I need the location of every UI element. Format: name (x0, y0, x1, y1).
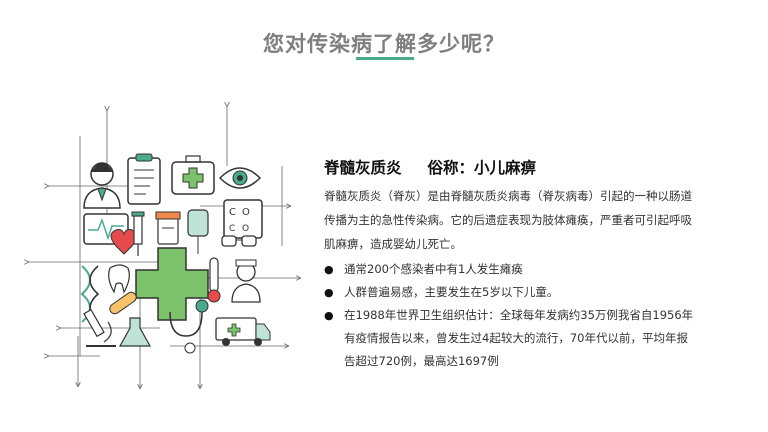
flask-icon (118, 317, 152, 347)
disease-name: 脊髓灰质炎 (324, 159, 402, 177)
disease-heading: 脊髓灰质炎 俗称：小儿麻痹 (324, 156, 694, 178)
list-item: ● 在1988年世界卫生组织估计：全球每年发病约35万例我省自1956年有疫情报告… (324, 304, 694, 373)
syringe-icon (131, 211, 145, 256)
heart-icon (110, 229, 138, 255)
glasses-icon (221, 235, 257, 247)
title-underline (356, 57, 414, 60)
medical-illustration: C O C O (20, 96, 310, 392)
ambulance-icon (215, 317, 271, 346)
svg-text:O: O (242, 207, 250, 218)
list-item: ● 人群普遍易感，主要发生在5岁以下儿童。 (324, 281, 694, 304)
bullet-icon: ● (324, 286, 334, 299)
thermometer-icon (207, 257, 221, 303)
eye-icon (218, 167, 262, 189)
list-item: ● 通常200个感染者中有1人发生瘫痪 (324, 258, 694, 281)
iv-drip-icon (187, 209, 209, 254)
svg-text:C: C (229, 207, 236, 218)
bandage-icon (109, 291, 137, 315)
disease-alias: 俗称：小儿麻痹 (427, 159, 537, 177)
disease-intro: 脊髓灰质炎（脊灰）是由脊髓灰质炎病毒（脊灰病毒）引起的一种以肠道传播为主的急性传… (324, 189, 692, 251)
list-item-text: 人群普遍易感，主要发生在5岁以下儿童。 (344, 285, 559, 299)
doctor-icon (83, 162, 121, 209)
list-item-text: 通常200个感染者中有1人发生瘫痪 (344, 262, 523, 276)
fact-list: ●通常200个感染者中有1人发生瘫痪 ●人群普遍易感，主要发生在5岁以下儿童。 … (324, 258, 694, 373)
nurse-icon (231, 259, 261, 303)
microscope-icon (83, 308, 116, 347)
first-aid-kit-icon (171, 155, 215, 195)
bullet-icon: ● (324, 263, 334, 276)
stethoscope-icon (169, 299, 209, 354)
content-panel: 脊髓灰质炎 俗称：小儿麻痹 脊髓灰质炎（脊灰）是由脊髓灰质炎病毒（脊灰病毒）引起的… (324, 156, 694, 373)
medical-cross-icon (135, 247, 209, 321)
svg-text:O: O (242, 224, 249, 234)
pill-bottle-icon (155, 211, 181, 245)
slide-title: 您对传染病了解多少呢？ (263, 32, 505, 56)
list-item-text: 在1988年世界卫生组织估计：全球每年发病约35万例我省自1956年有疫情报告以… (344, 308, 694, 368)
bullet-icon: ● (324, 309, 334, 322)
clipboard-icon (127, 153, 161, 205)
svg-text:C: C (229, 224, 235, 234)
tooth-icon (108, 264, 130, 294)
eye-chart-icon: C O C O (223, 199, 263, 239)
